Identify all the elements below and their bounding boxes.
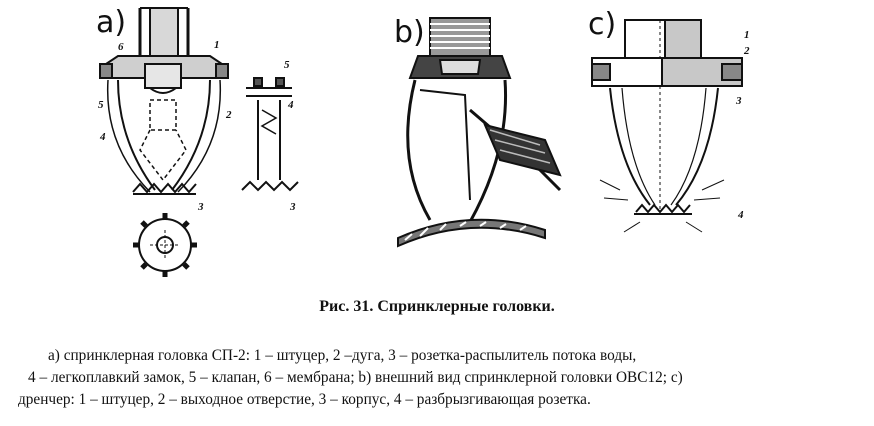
caption-line: а) спринклерная головка СП-2: 1 – штуцер… [48, 347, 637, 364]
callout-c-3: 3 [736, 95, 742, 107]
figure-caption-text: а) спринклерная головка СП-2: 1 – штуцер… [18, 345, 868, 411]
callout-a-2: 2 [226, 109, 232, 121]
callout-side-3: 3 [290, 201, 296, 213]
callout-a-3: 3 [198, 201, 204, 213]
panel-a-label: a) [96, 5, 127, 40]
callout-c-4: 4 [738, 209, 744, 221]
panel-b-label: b) [394, 15, 425, 50]
panel-c-drawing [591, 19, 743, 233]
callout-a-5: 5 [98, 99, 104, 111]
callout-side-4: 4 [288, 99, 294, 111]
panel-a-drawing [99, 7, 229, 277]
sprinkler-figure: a) b) c) 6 1 5 4 2 3 5 4 3 1 2 3 4 [96, 5, 750, 277]
panel-b-drawing [397, 17, 562, 248]
sprinkler-drawings [99, 7, 743, 277]
callout-a-1: 1 [214, 39, 220, 51]
caption-line: дренчер: 1 – штуцер, 2 – выходное отверс… [18, 391, 591, 408]
callout-c-1: 1 [744, 29, 750, 41]
panel-c-label: c) [588, 7, 617, 42]
panel-a-side-detail [241, 77, 299, 192]
callout-a-4: 4 [100, 131, 106, 143]
figure-caption-title: Рис. 31. Спринклерные головки. [319, 298, 555, 315]
callout-a-6: 6 [118, 41, 124, 53]
callout-side-5: 5 [284, 59, 290, 71]
callout-c-2: 2 [744, 45, 750, 57]
caption-line: 4 – легкоплавкий замок, 5 – клапан, 6 – … [28, 369, 683, 386]
